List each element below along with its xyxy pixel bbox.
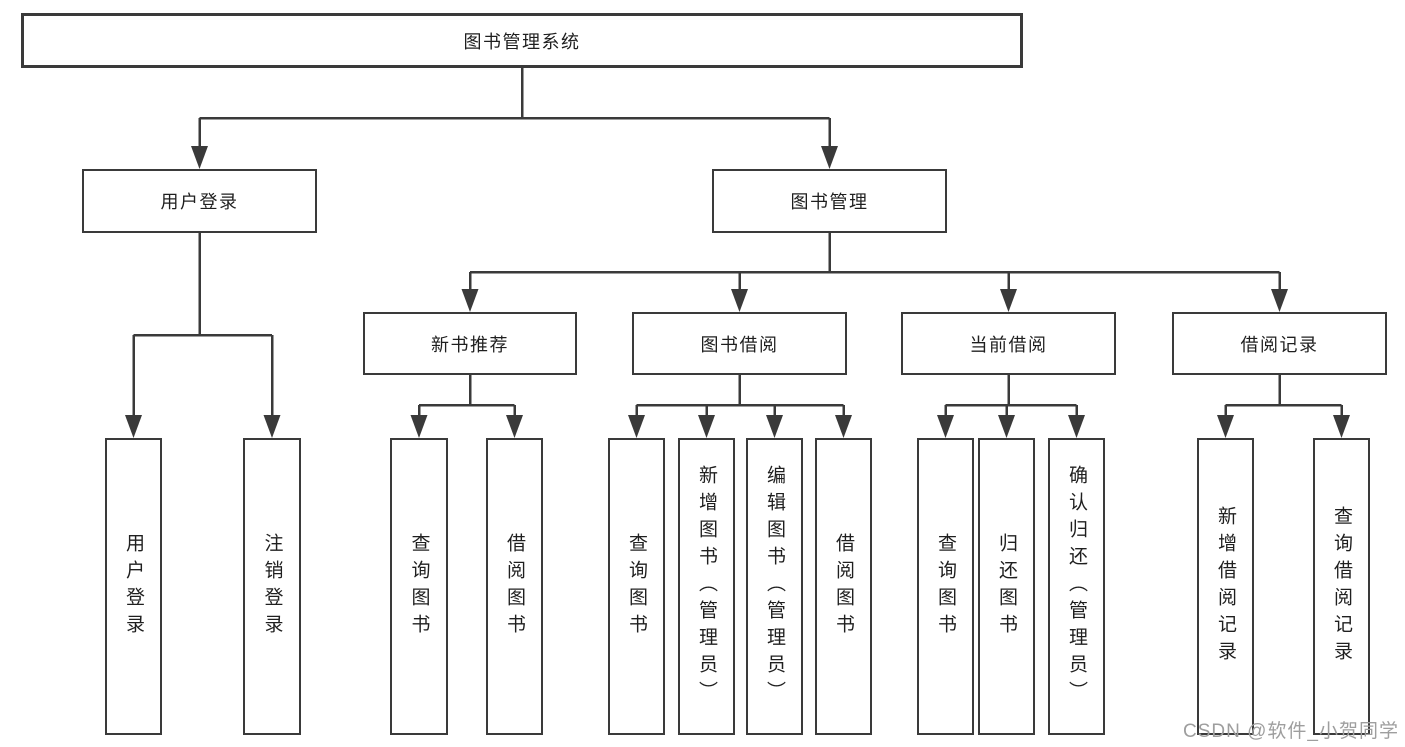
node-borrowing-edit-books: 编辑图书（管理员） [746,438,803,735]
arrowhead-icon [1333,415,1350,438]
arrowhead-icon [263,415,281,438]
node-label: 归还图书 [996,532,1017,641]
arrowhead-icon [191,146,208,169]
node-label: 图书管理系统 [463,31,581,52]
node-label: 用户登录 [123,532,144,641]
node-label: 查询图书 [626,532,647,641]
node-borrowing-records: 借阅记录 [1172,312,1387,375]
node-borrowing-add-books: 新增图书（管理员） [678,438,735,735]
node-login-section: 用户登录 [82,169,317,233]
node-new-book-recommend: 新书推荐 [363,312,577,375]
node-label: 图书管理 [790,192,869,212]
node-label: 查询图书 [408,532,430,641]
node-current-confirm-return: 确认归还（管理员） [1048,438,1105,735]
arrowhead-icon [628,415,645,438]
node-label: 借阅图书 [504,532,525,641]
arrowhead-icon [461,289,479,312]
node-label: 查询借阅记录 [1331,505,1352,668]
node-label: 借阅记录 [1240,334,1319,355]
node-label: 编辑图书（管理员） [764,465,785,708]
node-label: 查询图书 [935,532,956,641]
node-label: 借阅图书 [833,532,854,641]
node-label: 注销登录 [261,532,283,641]
node-recommend-borrow-books: 借阅图书 [486,438,543,735]
node-current-borrowing: 当前借阅 [901,312,1116,375]
arrowhead-icon [821,146,838,169]
arrowhead-icon [1068,415,1085,438]
arrowhead-icon [506,415,523,438]
node-label: 当前借阅 [969,334,1048,355]
node-recommend-query-books: 查询图书 [390,438,448,735]
node-label: 新增图书（管理员） [696,465,717,708]
arrowhead-icon [698,415,715,438]
node-user-login: 用户登录 [105,438,162,735]
node-logout: 注销登录 [243,438,301,735]
node-records-query-record: 查询借阅记录 [1313,438,1370,735]
node-label: 确认归还（管理员） [1066,465,1087,708]
node-root: 图书管理系统 [21,13,1023,68]
arrowhead-icon [937,415,954,438]
node-current-query-books: 查询图书 [917,438,974,735]
node-label: 新书推荐 [431,334,509,355]
node-borrowing-borrow-books: 借阅图书 [815,438,872,735]
arrowhead-icon [766,415,783,438]
node-book-management: 图书管理 [712,169,947,233]
node-records-add-record: 新增借阅记录 [1197,438,1254,735]
arrowhead-icon [731,289,748,312]
node-current-return-books: 归还图书 [978,438,1035,735]
arrowhead-icon [1000,289,1017,312]
arrowhead-icon [1217,415,1234,438]
node-book-borrowing: 图书借阅 [632,312,847,375]
arrowhead-icon [125,415,142,438]
node-borrowing-query-books: 查询图书 [608,438,665,735]
arrowhead-icon [998,415,1015,438]
node-label: 新增借阅记录 [1215,505,1236,668]
arrowhead-icon [410,415,428,438]
arrowhead-icon [835,415,852,438]
node-label: 图书借阅 [700,334,779,355]
node-label: 用户登录 [160,192,239,212]
arrowhead-icon [1271,289,1288,312]
